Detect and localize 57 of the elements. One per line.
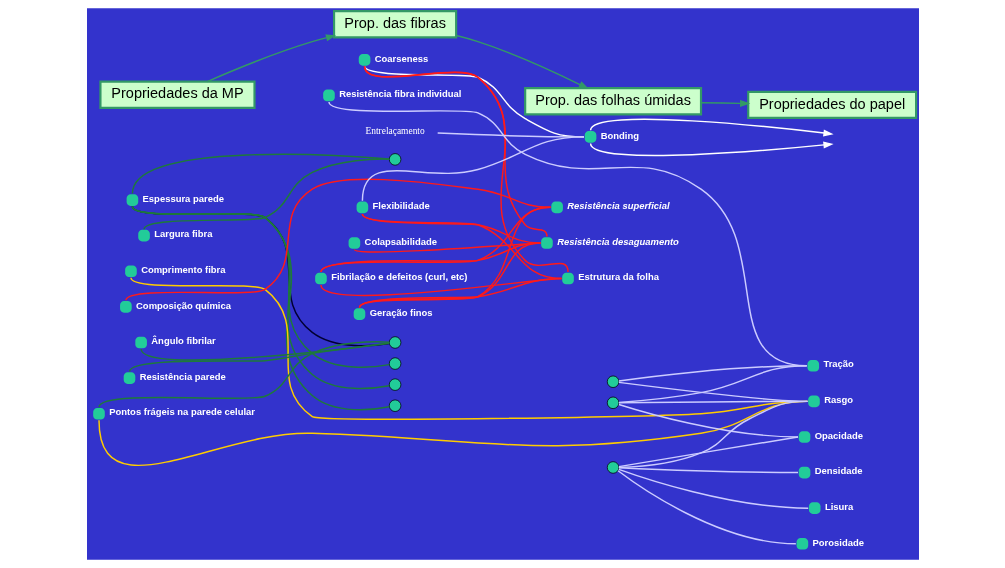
connector: [616, 470, 797, 545]
node-label: Estrutura da folha: [577, 271, 659, 283]
node-box: Prop. das fibras: [332, 10, 457, 39]
node-label: Densidade: [814, 465, 862, 477]
connector: [361, 136, 585, 202]
connector: [617, 403, 799, 438]
connector: [617, 400, 808, 469]
node-label: Geração finos: [369, 306, 433, 318]
arrow: [589, 118, 834, 137]
node-circle: [388, 357, 401, 370]
node-label: Resistência parede: [139, 370, 226, 382]
connector: [358, 277, 562, 309]
node-circle: [606, 396, 619, 409]
node-label: Pontos frágeis na parede celular: [108, 406, 255, 418]
connector: [124, 178, 551, 302]
node-label: Opacidade: [814, 429, 863, 441]
node-circle: [388, 336, 401, 349]
arrow: [455, 34, 589, 90]
node-label: Comprimento fibra: [140, 264, 226, 276]
node-circle: [606, 375, 619, 388]
node-circle: [388, 399, 401, 412]
node-circle: [388, 153, 401, 166]
connector: [617, 468, 809, 509]
node-text: Entrelaçamento: [364, 125, 425, 136]
node-box: Propriedades do papel: [746, 90, 917, 120]
node-circle: [388, 378, 401, 391]
node-label: Resistência superficial: [566, 200, 670, 212]
node-label: Rasgo: [823, 394, 853, 406]
connector: [617, 467, 799, 474]
node-label: Composição química: [135, 299, 231, 311]
node-box: Propriedades da MP: [98, 80, 256, 109]
node-label: Coarseness: [374, 52, 428, 64]
node-label: Tração: [822, 358, 854, 370]
node-label: Resistência desaguamento: [556, 235, 679, 247]
node-label: Espessura parede: [142, 192, 224, 204]
node-label: Porosidade: [812, 536, 864, 548]
node-label: Fibrilação e defeitos (curl, etc): [330, 271, 468, 283]
connector: [617, 436, 799, 468]
arrow: [699, 99, 750, 107]
node-label: Ângulo fibrilar: [150, 335, 216, 347]
connector: [128, 342, 390, 373]
node-box: Prop. das folhas úmidas: [523, 87, 702, 116]
connector: [142, 158, 390, 230]
connector: [129, 277, 808, 420]
node-label: Flexibilidade: [372, 200, 430, 212]
node-label: Bonding: [600, 129, 639, 141]
connector: [97, 400, 808, 466]
arrow: [206, 34, 336, 83]
node-label: Colapsabilidade: [364, 235, 437, 247]
connector: [617, 365, 807, 404]
connector: [97, 341, 390, 408]
node-label: Resistência fibra individual: [338, 88, 461, 100]
connector: [363, 65, 569, 273]
arrow: [589, 141, 834, 157]
node-label: Lisura: [824, 500, 853, 512]
node-label: Largura fibra: [153, 228, 212, 240]
node-circle: [606, 461, 619, 474]
